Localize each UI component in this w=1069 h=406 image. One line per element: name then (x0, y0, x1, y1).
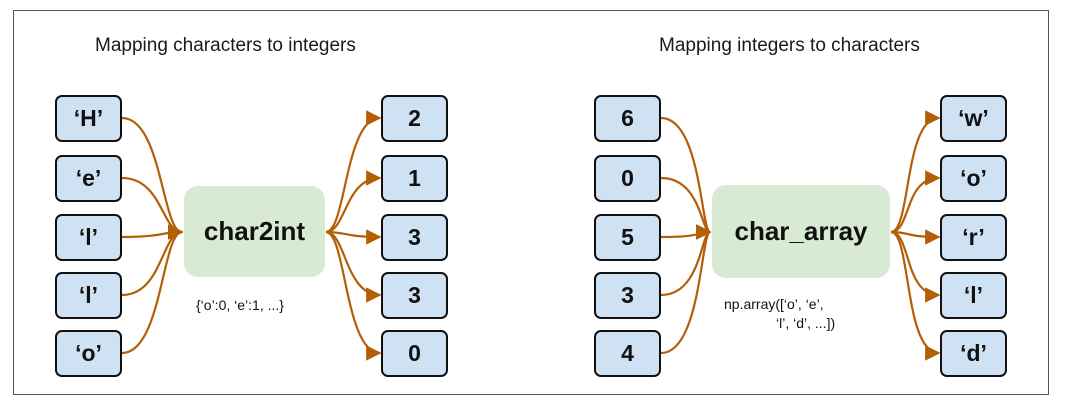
right-output-token: ‘o’ (940, 155, 1007, 202)
output-arrow (325, 230, 382, 361)
left-input-token: ‘o’ (55, 330, 122, 377)
char-array-note-line2: ‘l’, ‘d’, ...]) (776, 315, 836, 331)
input-arrow (121, 116, 184, 240)
right-output-token: ‘l’ (940, 272, 1007, 319)
left-input-token: ‘H’ (55, 95, 122, 142)
output-arrow (890, 110, 941, 234)
left-output-token: 0 (381, 330, 448, 377)
input-arrow (660, 116, 712, 240)
right-diagram-title: Mapping integers to characters (659, 35, 920, 56)
char-array-note-line1: np.array([‘o’, ‘e’, (724, 296, 824, 312)
right-input-token: 4 (594, 330, 661, 377)
left-input-token: ‘e’ (55, 155, 122, 202)
char-array-function-box: char_array (712, 185, 890, 278)
input-arrow (660, 224, 712, 355)
left-output-token: 3 (381, 272, 448, 319)
left-output-token: 3 (381, 214, 448, 261)
left-output-token: 2 (381, 95, 448, 142)
left-input-token: ‘l’ (55, 272, 122, 319)
right-input-token: 0 (594, 155, 661, 202)
left-output-token: 1 (381, 155, 448, 202)
char2int-function-box: char2int (184, 186, 325, 277)
left-input-token: ‘l’ (55, 214, 122, 261)
char2int-mapping-note: {‘o’:0, ‘e’:1, ...} (196, 297, 284, 313)
input-arrow (121, 224, 184, 355)
left-diagram-title: Mapping characters to integers (95, 35, 356, 56)
output-arrow (890, 170, 941, 234)
right-input-token: 5 (594, 214, 661, 261)
output-arrow (325, 170, 382, 234)
output-arrow (890, 230, 941, 361)
right-output-token: ‘w’ (940, 95, 1007, 142)
input-arrow (660, 224, 712, 240)
right-input-token: 6 (594, 95, 661, 142)
right-output-token: ‘r’ (940, 214, 1007, 261)
right-input-token: 3 (594, 272, 661, 319)
right-output-token: ‘d’ (940, 330, 1007, 377)
output-arrow (325, 110, 382, 234)
